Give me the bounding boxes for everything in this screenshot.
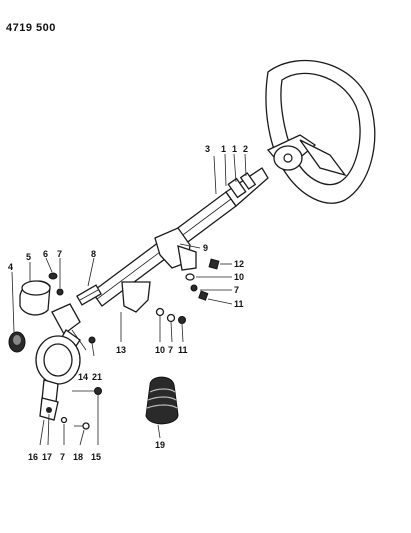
callout-12: 12 [234, 259, 244, 269]
steering-wheel [265, 59, 376, 204]
bellows-boot [145, 376, 179, 425]
callout-10b: 10 [155, 345, 165, 355]
callout-14: 14 [78, 372, 88, 382]
callout-18: 18 [73, 452, 83, 462]
nut-7a [190, 284, 198, 292]
callout-11b: 11 [178, 345, 188, 355]
callout-7a: 7 [234, 285, 239, 295]
small-nut-7 [56, 288, 64, 296]
steering-column-tube [76, 167, 269, 313]
callout-10a: 10 [234, 272, 244, 282]
callout-11a: 11 [234, 299, 244, 309]
callout-21: 21 [92, 372, 102, 382]
dust-boot [19, 280, 51, 316]
callout-1a: 1 [221, 144, 226, 154]
diagram-code: 4719 500 [6, 22, 56, 34]
callout-2: 2 [243, 144, 248, 154]
callout-5: 5 [26, 252, 31, 262]
callout-16: 16 [28, 452, 38, 462]
washer-10b [155, 307, 165, 317]
washer-7d [60, 416, 68, 424]
universal-joint [35, 303, 81, 421]
callout-7b: 7 [57, 249, 62, 259]
callout-13: 13 [116, 345, 126, 355]
leader-lines [11, 153, 247, 446]
callout-19: 19 [155, 440, 165, 450]
callout-4: 4 [8, 262, 13, 272]
callouts: 3 1 1 2 9 12 10 7 11 8 5 6 7 4 13 10 7 1… [8, 144, 248, 462]
callout-9: 9 [203, 243, 208, 253]
callout-7c: 7 [168, 345, 173, 355]
washer-10a [185, 273, 195, 281]
callout-6: 6 [43, 249, 48, 259]
bushing [8, 331, 26, 353]
small-nut-6 [48, 272, 58, 280]
bolt-18 [74, 422, 90, 430]
bolt-15 [72, 387, 102, 395]
nut-12 [208, 258, 220, 270]
callout-15: 15 [91, 452, 101, 462]
bolt-11a [198, 290, 209, 301]
callout-8: 8 [91, 249, 96, 259]
bolt-11b [178, 316, 186, 324]
callout-17: 17 [42, 452, 52, 462]
callout-3: 3 [205, 144, 210, 154]
callout-1b: 1 [232, 144, 237, 154]
bolt-21 [88, 336, 96, 357]
washer-7c [166, 313, 176, 323]
callout-7d: 7 [60, 452, 65, 462]
